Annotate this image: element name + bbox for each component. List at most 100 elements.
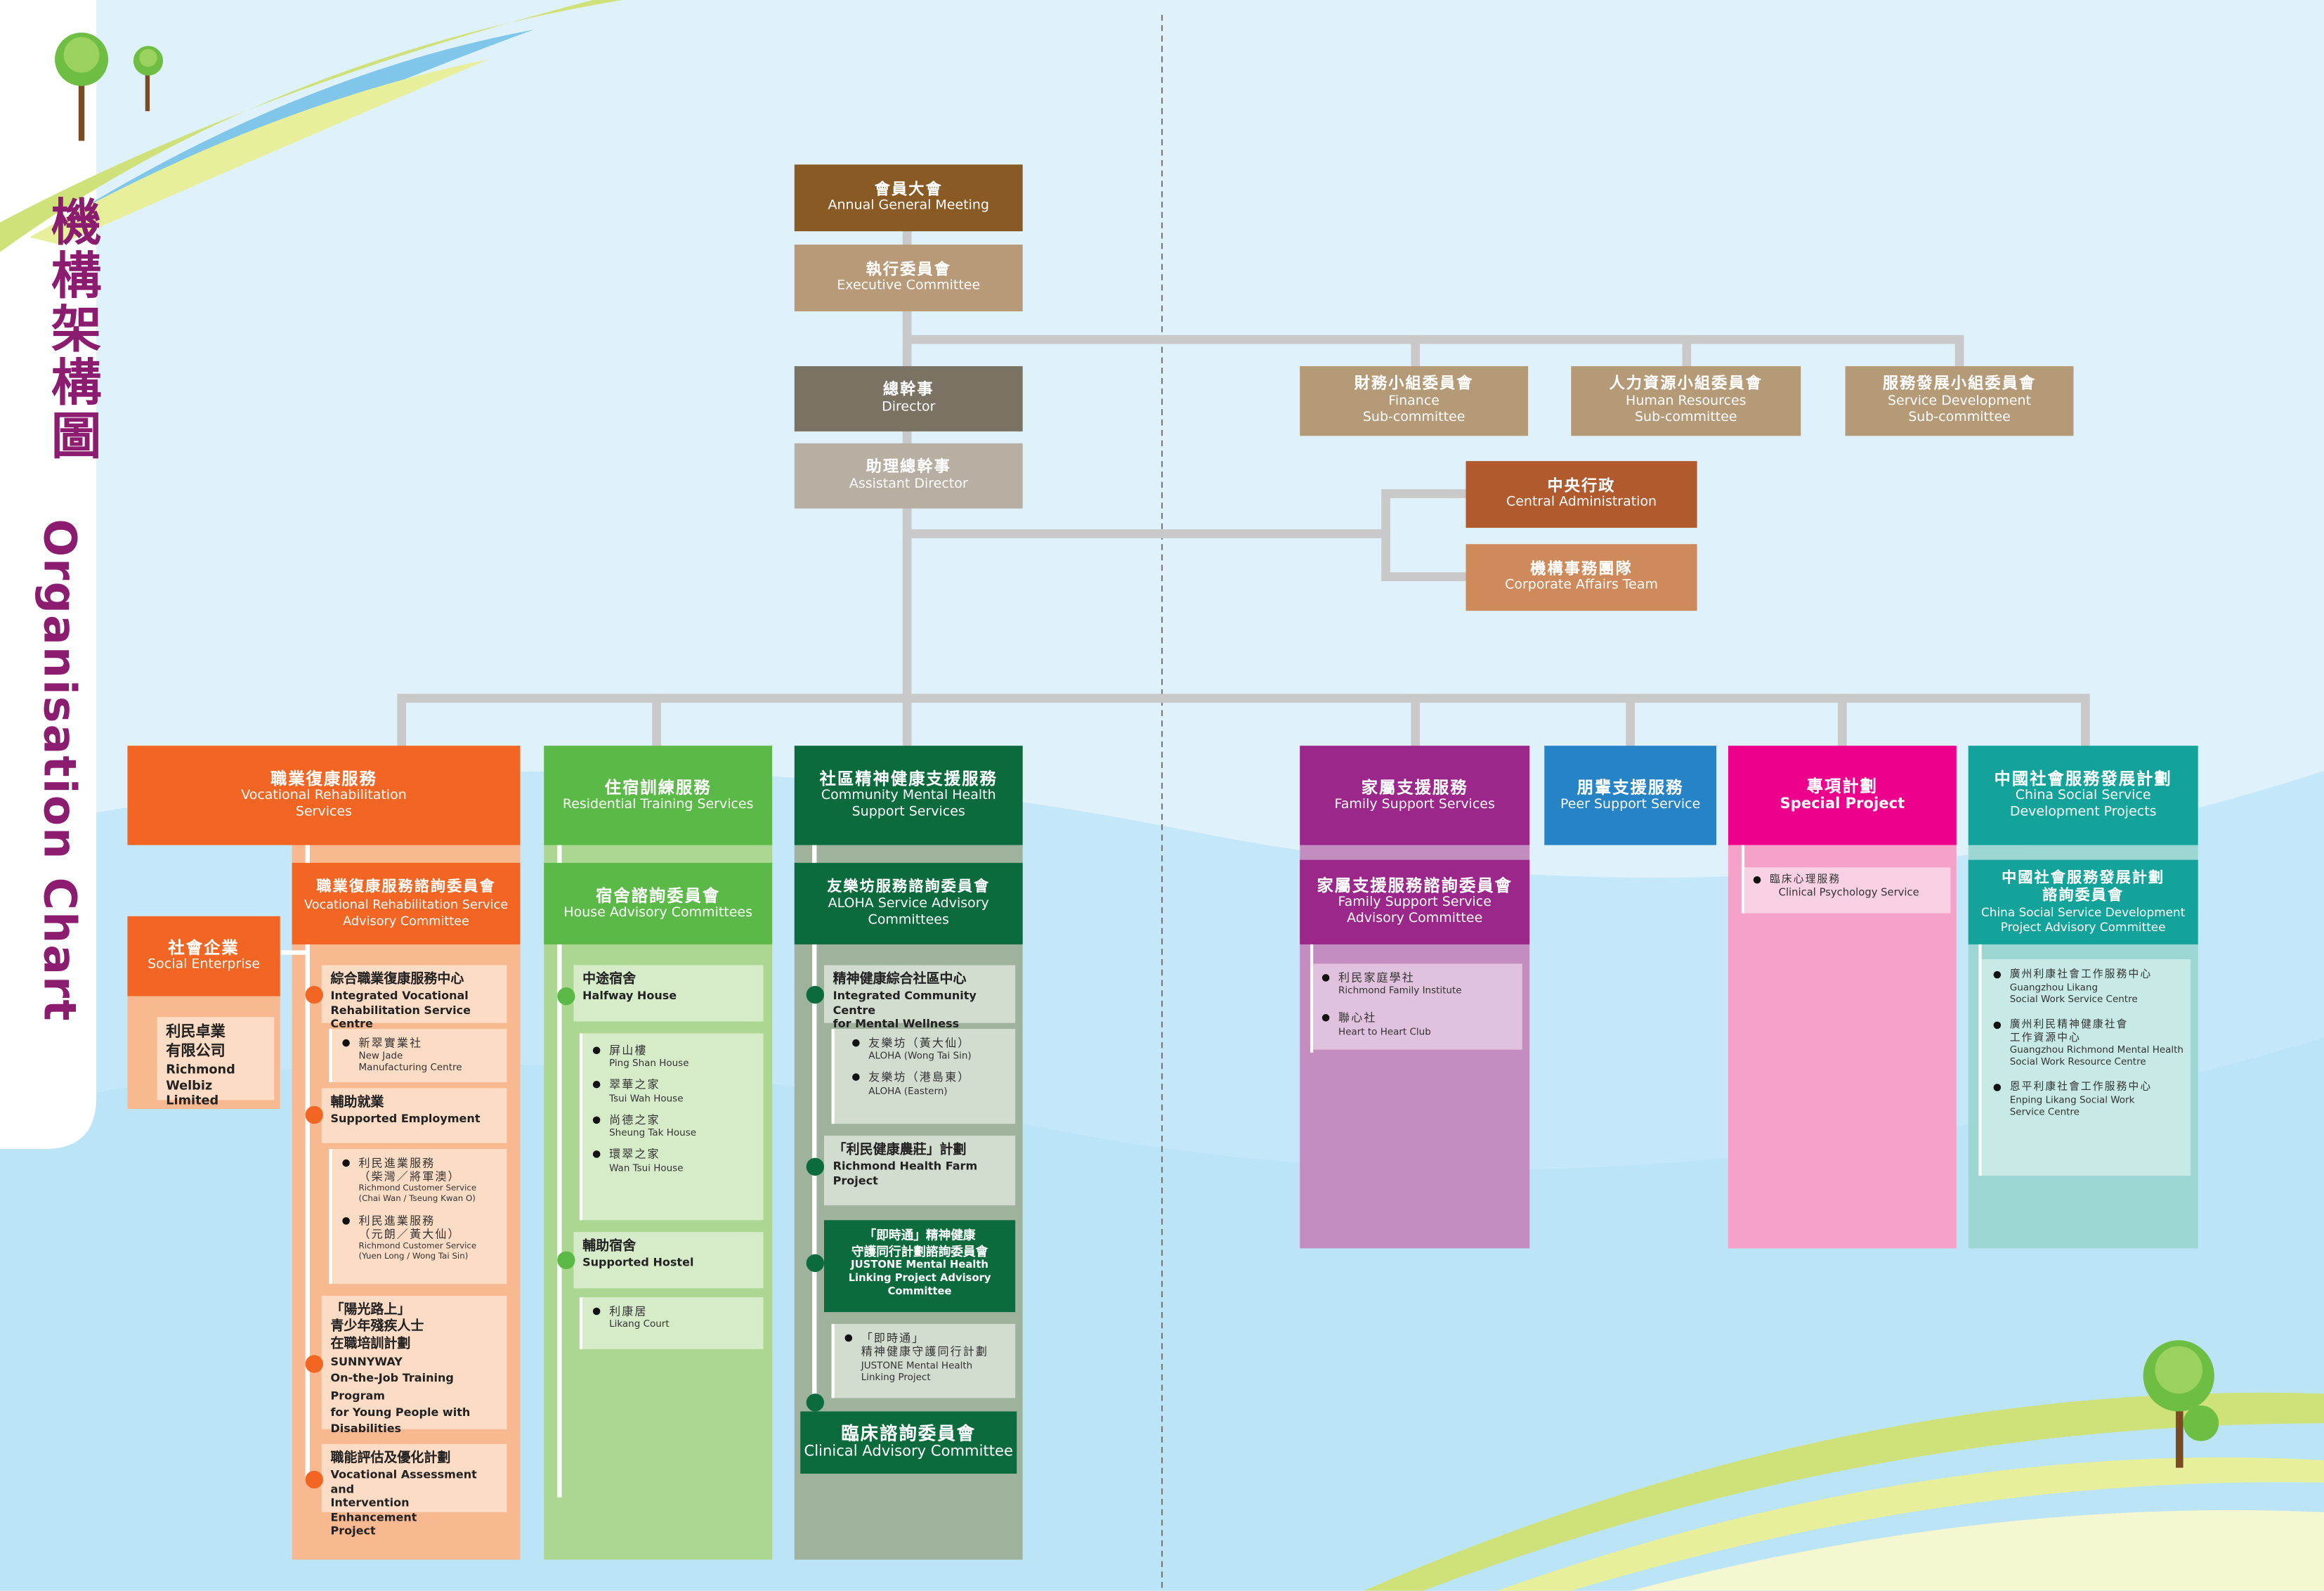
list-item[interactable]: 利民進業服務 （元朗／黃大仙）Richmond Customer Service…: [342, 1214, 501, 1263]
vr-sublist-supported-employment: 利民進業服務 （柴灣／將軍澳）Richmond Customer Service…: [329, 1149, 507, 1285]
assistant-director-box[interactable]: 助理總幹事 Assistant Director: [794, 443, 1023, 509]
peer-support-header[interactable]: 朋輩支援服務 Peer Support Service: [1544, 746, 1717, 845]
connector: [2081, 694, 2090, 748]
bullet-icon: [342, 1039, 350, 1047]
connector: [1626, 694, 1635, 748]
item-en: Richmond Health Farm Project: [833, 1160, 978, 1188]
cmh-clinical-advisory-committee[interactable]: 臨床諮詢委員會 Clinical Advisory Committee: [800, 1411, 1017, 1474]
cmh-header-en: Community Mental Health Support Services: [821, 788, 996, 820]
sub-en: ALOHA (Eastern): [868, 1085, 948, 1098]
china-header[interactable]: 中國社會服務發展計劃 China Social Service Developm…: [1968, 746, 2198, 845]
company-en: Richmond Welbiz Limited: [166, 1061, 235, 1108]
vr-item-supported-employment[interactable]: 輔助就業 Supported Employment: [321, 1088, 507, 1143]
rt-item-halfway-house[interactable]: 中途宿舍 Halfway House: [573, 965, 764, 1022]
list-item[interactable]: 友樂坊（港島東）ALOHA (Eastern): [852, 1071, 1010, 1097]
bullet-icon: [592, 1116, 601, 1124]
vr-header[interactable]: 職業復康服務 Vocational Rehabilitation Service…: [127, 746, 521, 845]
sub-en: Clinical Psychology Service: [1778, 886, 1919, 898]
rt-header-zh: 住宿訓練服務: [604, 777, 712, 797]
china-header-en: China Social Service Development Project…: [2009, 788, 2157, 820]
richmond-welbiz-box[interactable]: 利民卓業 有限公司 Richmond Welbiz Limited: [157, 1017, 275, 1108]
family-advisory-committee[interactable]: 家屬支援服務諮詢委員會 Family Support Service Advis…: [1300, 859, 1530, 944]
connector: [1381, 489, 1468, 498]
cmh-advisory-zh: 友樂坊服務諮詢委員會: [827, 878, 991, 895]
sub-zh: 聯心社: [1338, 1011, 1377, 1025]
cmh-header-zh: 社區精神健康支援服務: [819, 769, 998, 789]
clinical-en: Clinical Advisory Committee: [804, 1444, 1013, 1461]
cmh-item-iccmw[interactable]: 精神健康綜合社區中心 Integrated Community Centre f…: [823, 965, 1016, 1031]
vr-item-sunnyway[interactable]: 「陽光路上」 青少年殘疾人士 在職培訓計劃 SUNNYWAY On-the-Jo…: [321, 1295, 507, 1436]
social-enterprise-header[interactable]: 社會企業 Social Enterprise: [127, 916, 280, 996]
vr-item-ivrsc[interactable]: 綜合職業復康服務中心 Integrated Vocational Rehabil…: [321, 965, 507, 1031]
subcommittee-en: Finance Sub-committee: [1362, 394, 1465, 426]
director-box[interactable]: 總幹事 Director: [794, 366, 1023, 431]
vr-advisory-committee[interactable]: 職業復康服務諮詢委員會 Vocational Rehabilitation Se…: [292, 862, 521, 944]
family-header[interactable]: 家屬支援服務 Family Support Services: [1300, 746, 1530, 845]
item-zh: 職能評估及優化計劃: [330, 1451, 451, 1467]
corporate-affairs-box[interactable]: 機構事務團隊 Corporate Affairs Team: [1465, 544, 1697, 611]
cmh-header[interactable]: 社區精神健康支援服務 Community Mental Health Suppo…: [794, 746, 1023, 845]
sub-en: Richmond Customer Service (Yuen Long / W…: [358, 1242, 477, 1262]
bullet-icon: [1993, 970, 2002, 979]
connector: [397, 694, 407, 748]
cmh-spine: [812, 845, 817, 1405]
node-dot-icon: [305, 1105, 323, 1124]
connector: [652, 694, 661, 748]
special-project-header[interactable]: 專項計劃 Special Project: [1728, 746, 1957, 845]
node-dot-icon: [806, 1254, 824, 1273]
central-administration-box[interactable]: 中央行政 Central Administration: [1465, 461, 1697, 528]
agm-box[interactable]: 會員大會 Annual General Meeting: [794, 164, 1023, 232]
admin-en: Central Administration: [1506, 495, 1657, 511]
executive-committee-box[interactable]: 執行委員會 Executive Committee: [794, 245, 1023, 312]
cmh-justone-advisory-committee[interactable]: 「即時通」精神健康 守護同行計劃諮詢委員會 JUSTONE Mental Hea…: [823, 1220, 1016, 1313]
cmh-item-health-farm[interactable]: 「利民健康農莊」計劃 Richmond Health Farm Project: [823, 1136, 1016, 1206]
assistant-director-en: Assistant Director: [849, 477, 968, 493]
title-english: Organisation Chart: [32, 519, 85, 1022]
item-zh: 「利民健康農莊」計劃: [833, 1143, 967, 1158]
sub-en: Guangzhou Likang Social Work Service Cen…: [2009, 981, 2138, 1005]
connector-admin-bar: [902, 529, 1390, 538]
sub-zh: 友樂坊（黃大仙）: [868, 1036, 971, 1050]
director-en: Director: [882, 400, 936, 415]
bullet-icon: [1993, 1021, 2002, 1029]
sub-en: Ping Shan House: [609, 1058, 689, 1070]
vr-item-vaiep[interactable]: 職能評估及優化計劃 Vocational Assessment and Inte…: [321, 1443, 507, 1538]
director-zh: 總幹事: [882, 381, 934, 400]
title-chinese: 機構架構圖: [41, 195, 101, 463]
cmh-advisory-en: ALOHA Service Advisory Committees: [828, 896, 989, 928]
cmh-advisory-committee[interactable]: 友樂坊服務諮詢委員會 ALOHA Service Advisory Commit…: [794, 862, 1023, 944]
subcommittee-en: Human Resources Sub-committee: [1626, 394, 1747, 426]
list-item[interactable]: 友樂坊（黃大仙）ALOHA (Wong Tai Sin): [852, 1037, 1010, 1063]
finance-subcommittee-box[interactable]: 財務小組委員會 Finance Sub-committee: [1300, 366, 1529, 436]
connector-services-bar: [397, 694, 2090, 703]
hr-subcommittee-box[interactable]: 人力資源小組委員會 Human Resources Sub-committee: [1571, 366, 1801, 436]
connector: [1381, 572, 1468, 582]
rt-advisory-committee[interactable]: 宿舍諮詢委員會 House Advisory Committees: [544, 862, 773, 944]
item-zh: 「陽光路上」 青少年殘疾人士 在職培訓計劃: [330, 1303, 424, 1351]
rt-item-supported-hostel[interactable]: 輔助宿舍 Supported Hostel: [573, 1232, 764, 1289]
rt-header[interactable]: 住宿訓練服務 Residential Training Services: [544, 746, 773, 845]
node-dot-icon: [305, 1470, 323, 1489]
list-item[interactable]: 利民進業服務 （柴灣／將軍澳）Richmond Customer Service…: [342, 1157, 501, 1205]
connector: [1838, 694, 1847, 748]
china-advisory-committee[interactable]: 中國社會服務發展計劃 諮詢委員會 China Social Service De…: [1968, 859, 2198, 944]
service-development-subcommittee-box[interactable]: 服務發展小組委員會 Service Development Sub-commit…: [1845, 366, 2074, 436]
